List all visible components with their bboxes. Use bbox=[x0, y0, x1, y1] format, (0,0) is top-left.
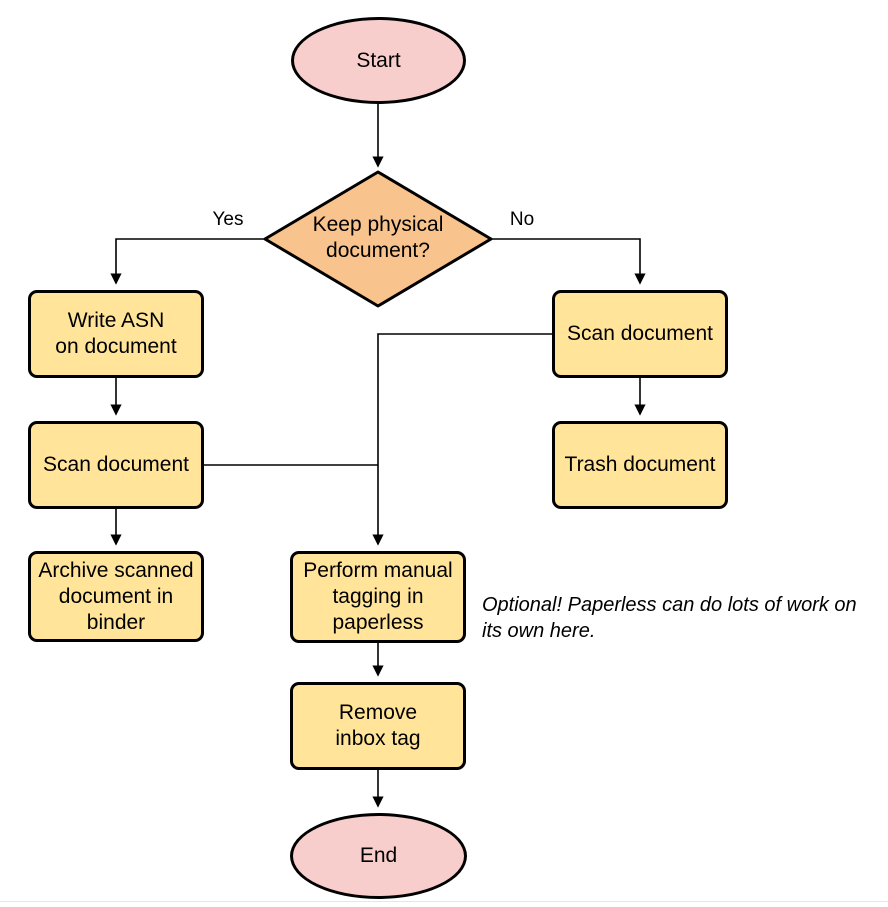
archive-node: Archive scanned document in binder bbox=[28, 551, 204, 642]
decision-label: Keep physical document? bbox=[312, 213, 444, 262]
edge-decision-yes bbox=[110, 238, 265, 285]
yes-branch-label: Yes bbox=[212, 209, 244, 230]
no-branch-label: No bbox=[509, 209, 535, 230]
end-label: End bbox=[359, 844, 398, 867]
start-node: Start bbox=[291, 17, 466, 104]
scan-document-left-node: Scan document bbox=[28, 421, 204, 509]
page-bottom-rule bbox=[0, 901, 888, 902]
edge-decision-no bbox=[491, 238, 646, 285]
edge-scanright-to-tagging bbox=[372, 333, 552, 546]
scan-document-right-node: Scan document bbox=[552, 290, 728, 378]
start-label: Start bbox=[356, 48, 401, 72]
end-node: End bbox=[290, 813, 467, 899]
write-asn-node: Write ASN on document bbox=[28, 290, 204, 378]
trash-document-node: Trash document bbox=[552, 421, 728, 509]
manual-tagging-node: Perform manual tagging in paperless bbox=[290, 551, 466, 643]
remove-inbox-tag-node: Remove inbox tag bbox=[290, 682, 466, 770]
optional-annotation: Optional! Paperless can do lots of work … bbox=[482, 594, 857, 642]
